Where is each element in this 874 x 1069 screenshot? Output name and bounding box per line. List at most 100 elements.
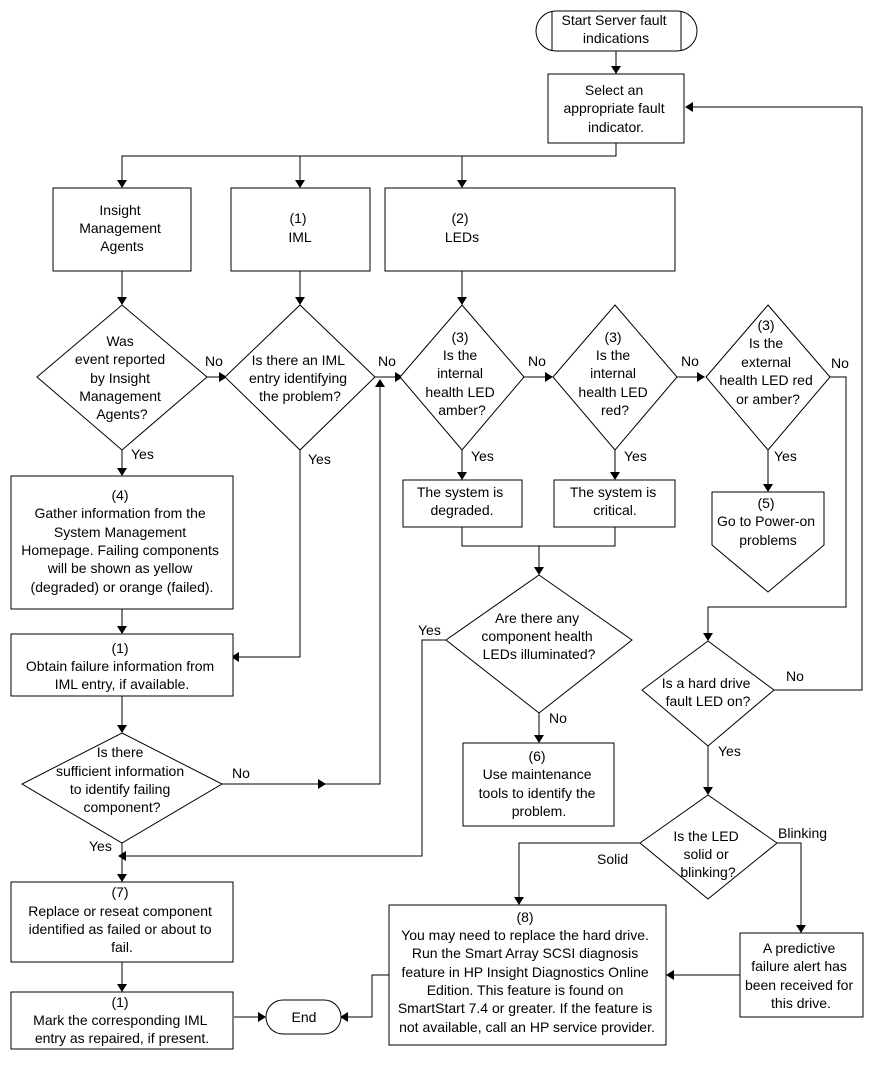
select-indicator-box	[547, 73, 685, 144]
start-terminator	[535, 10, 698, 52]
obtain-info-text: (1) Obtain failure information from IML …	[26, 640, 218, 692]
arrowhead-red-in	[545, 372, 553, 382]
node-text: Start Server fault indications Select an…	[21, 12, 857, 1046]
label-amber-no: No	[528, 353, 546, 369]
edge-labels: No Yes Yes No No Yes No Yes No Yes No Ye…	[89, 353, 849, 867]
edge-external-no	[707, 376, 847, 633]
iml-box	[230, 187, 371, 272]
connectors	[121, 51, 863, 1018]
iml-entry-decision	[224, 304, 376, 451]
sufficient-info-decision	[20, 732, 224, 844]
node-shapes	[10, 10, 864, 1050]
critical-text: The system is critical.	[570, 484, 660, 518]
label-sufficient-yes: Yes	[89, 838, 112, 854]
reported-decision	[36, 304, 208, 451]
arrowheads	[117, 66, 806, 1022]
label-external-yes: Yes	[774, 448, 797, 464]
sufficient-info-text: Is there sufficient information to ident…	[56, 744, 188, 815]
arrowhead-imlentry	[295, 297, 305, 305]
external-led-text: (3) Is the external health LED red or am…	[719, 317, 816, 407]
leds-box	[384, 187, 676, 272]
external-led-decision	[705, 304, 831, 451]
edge-solid-blinking	[777, 842, 802, 925]
arrowhead-component	[534, 567, 544, 575]
edge-sufficient-merge	[318, 387, 381, 785]
arrowhead-amber-in	[395, 372, 403, 382]
power-on-text: (5) Go to Power-on problems	[717, 495, 819, 548]
insight-agents-box	[52, 187, 192, 272]
obtain-info-box	[10, 633, 234, 697]
arrowhead-external-in	[697, 372, 705, 382]
edge-merge-component	[461, 527, 616, 567]
hd-replace-box	[388, 904, 667, 1046]
arrowhead-mark	[117, 984, 127, 992]
label-red-no: No	[681, 353, 699, 369]
label-solid: Solid	[597, 851, 628, 867]
arrowhead-iml	[295, 180, 305, 188]
mark-repaired-text: (1) Mark the corresponding IML entry as …	[33, 994, 211, 1046]
arrowhead-imlentry-in	[219, 372, 227, 382]
label-harddrive-no: No	[786, 668, 804, 684]
label-sufficient-no: No	[232, 765, 250, 781]
iml-entry-text: Is there an IML entry identifying the pr…	[249, 352, 351, 404]
select-text: Select an appropriate fault indicator.	[563, 82, 668, 135]
label-component-yes: Yes	[418, 622, 441, 638]
arrowhead-reported	[117, 297, 127, 305]
degraded-box	[402, 479, 523, 528]
arrowhead-obtain-right	[231, 652, 239, 662]
arrowhead-sufficient	[117, 725, 127, 733]
label-imlentry-no: No	[378, 353, 396, 369]
arrowhead-predictive	[796, 925, 806, 933]
critical-box	[553, 479, 676, 528]
label-harddrive-yes: Yes	[718, 743, 741, 759]
arrowhead-merge-up	[375, 379, 385, 387]
edge-solid-solid	[518, 842, 640, 897]
hard-drive-text: Is a hard drive fault LED on?	[662, 675, 755, 709]
label-reported-no: No	[205, 353, 223, 369]
arrowhead-yes-merge	[118, 851, 126, 861]
edge-hdreplace-end	[348, 974, 389, 1018]
arrowhead-harddrive	[703, 633, 713, 641]
start-text: Start Server fault indications	[562, 12, 671, 46]
internal-red-text: (3) Is the internal health LED red?	[578, 329, 651, 418]
arrowhead-maint	[534, 735, 544, 743]
arrowhead-amber	[457, 297, 467, 305]
label-amber-yes: Yes	[471, 448, 494, 464]
end-terminator	[265, 999, 342, 1035]
degraded-text: The system is degraded.	[417, 484, 507, 518]
edge-harddrive-no	[693, 106, 863, 691]
edge-select-branches	[121, 143, 617, 180]
arrowhead-leds	[457, 180, 467, 188]
gather-info-text: (4) Gather information from the System M…	[21, 487, 223, 595]
internal-red-decision	[552, 304, 678, 451]
edge-component-yes	[126, 639, 446, 857]
label-blinking: Blinking	[778, 825, 827, 841]
solid-blinking-decision	[639, 794, 778, 900]
arrowhead-select	[611, 66, 621, 74]
label-imlentry-yes: Yes	[308, 451, 331, 467]
edge-imlentry-yes-obtain	[239, 450, 301, 658]
arrowhead-gather	[117, 468, 127, 476]
leds-text: (2) LEDs	[445, 210, 479, 245]
arrowhead-end-right	[340, 1012, 348, 1022]
maintenance-box	[462, 742, 615, 827]
arrowhead-end	[258, 1012, 266, 1022]
arrowhead-solid	[703, 787, 713, 795]
replace-text: (7) Replace or reseat component identifi…	[28, 884, 216, 955]
component-leds-decision	[445, 574, 633, 714]
internal-amber-text: (3) Is the internal health LED amber?	[425, 329, 498, 418]
label-red-yes: Yes	[624, 448, 647, 464]
power-on-offpage	[711, 491, 825, 593]
internal-amber-decision	[399, 304, 525, 451]
mark-repaired-box	[10, 991, 234, 1050]
insight-text: Insight Management Agents	[79, 202, 165, 254]
hd-replace-text: (8) You may need to replace the hard dri…	[398, 909, 656, 1035]
predictive-alert-text: A predictive failure alert has been rece…	[745, 940, 857, 1011]
hard-drive-decision	[641, 640, 775, 747]
solid-blinking-text: Is the LED solid or blinking?	[673, 828, 742, 880]
arrowhead-select-return	[685, 102, 693, 112]
arrowhead-hdreplace-left	[666, 970, 674, 980]
end-text: End	[292, 1009, 317, 1025]
arrowhead-insight	[117, 180, 127, 188]
